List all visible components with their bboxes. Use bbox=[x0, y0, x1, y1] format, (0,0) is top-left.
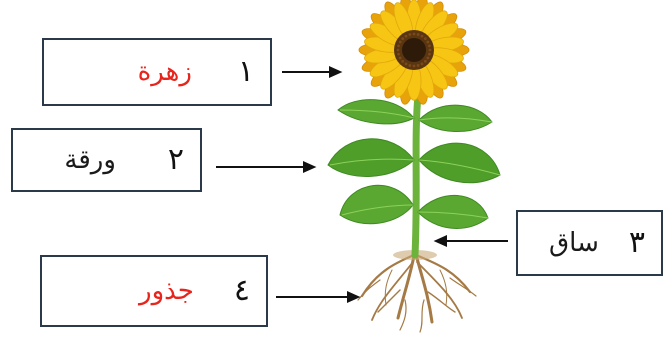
seed-dot bbox=[397, 44, 400, 48]
label-box-roots: ٤ جذور bbox=[40, 255, 268, 327]
stem-illustration bbox=[411, 91, 422, 259]
seed-dot bbox=[397, 52, 400, 56]
seed-dot bbox=[404, 62, 408, 66]
seed-dot bbox=[428, 52, 431, 56]
roots-illustration bbox=[357, 248, 477, 333]
seed-dot bbox=[408, 64, 412, 67]
seed-dot bbox=[416, 33, 420, 36]
seed-dot bbox=[408, 33, 412, 36]
label-word-flower: زهرة bbox=[137, 57, 192, 87]
label-number-roots: ٤ bbox=[233, 273, 250, 308]
seed-dot bbox=[428, 48, 432, 52]
label-box-stem: ٣ ساق bbox=[516, 210, 663, 276]
seed-dot bbox=[423, 37, 427, 41]
label-word-roots: جذور bbox=[139, 276, 194, 306]
seed-dot bbox=[398, 56, 402, 60]
label-box-flower: ١ زهرة bbox=[42, 38, 272, 106]
flower-illustration bbox=[358, 0, 470, 105]
flower-center-inner bbox=[402, 38, 426, 62]
label-word-leaf: ورقة bbox=[64, 145, 116, 175]
seed-dot bbox=[401, 37, 405, 41]
seed-dot bbox=[428, 44, 431, 48]
arrows bbox=[216, 65, 508, 304]
label-number-flower: ١ bbox=[237, 54, 254, 89]
seed-dot bbox=[420, 34, 424, 38]
seed-dot bbox=[404, 34, 408, 38]
seed-dot bbox=[412, 32, 416, 36]
seed-dot bbox=[398, 40, 402, 44]
seed-dot bbox=[426, 56, 430, 60]
label-number-leaf: ٢ bbox=[167, 142, 184, 177]
seed-dot bbox=[412, 64, 416, 68]
seed-dot bbox=[420, 62, 424, 66]
seed-dot bbox=[401, 59, 405, 63]
label-word-stem: ساق bbox=[548, 228, 599, 258]
label-number-stem: ٣ bbox=[628, 225, 645, 260]
seed-dot bbox=[426, 40, 430, 44]
label-box-leaf: ٢ ورقة bbox=[11, 128, 202, 192]
seed-dot bbox=[423, 59, 427, 63]
seed-dot bbox=[416, 64, 420, 67]
seed-dot bbox=[396, 48, 400, 52]
leaves-illustration bbox=[327, 99, 501, 229]
